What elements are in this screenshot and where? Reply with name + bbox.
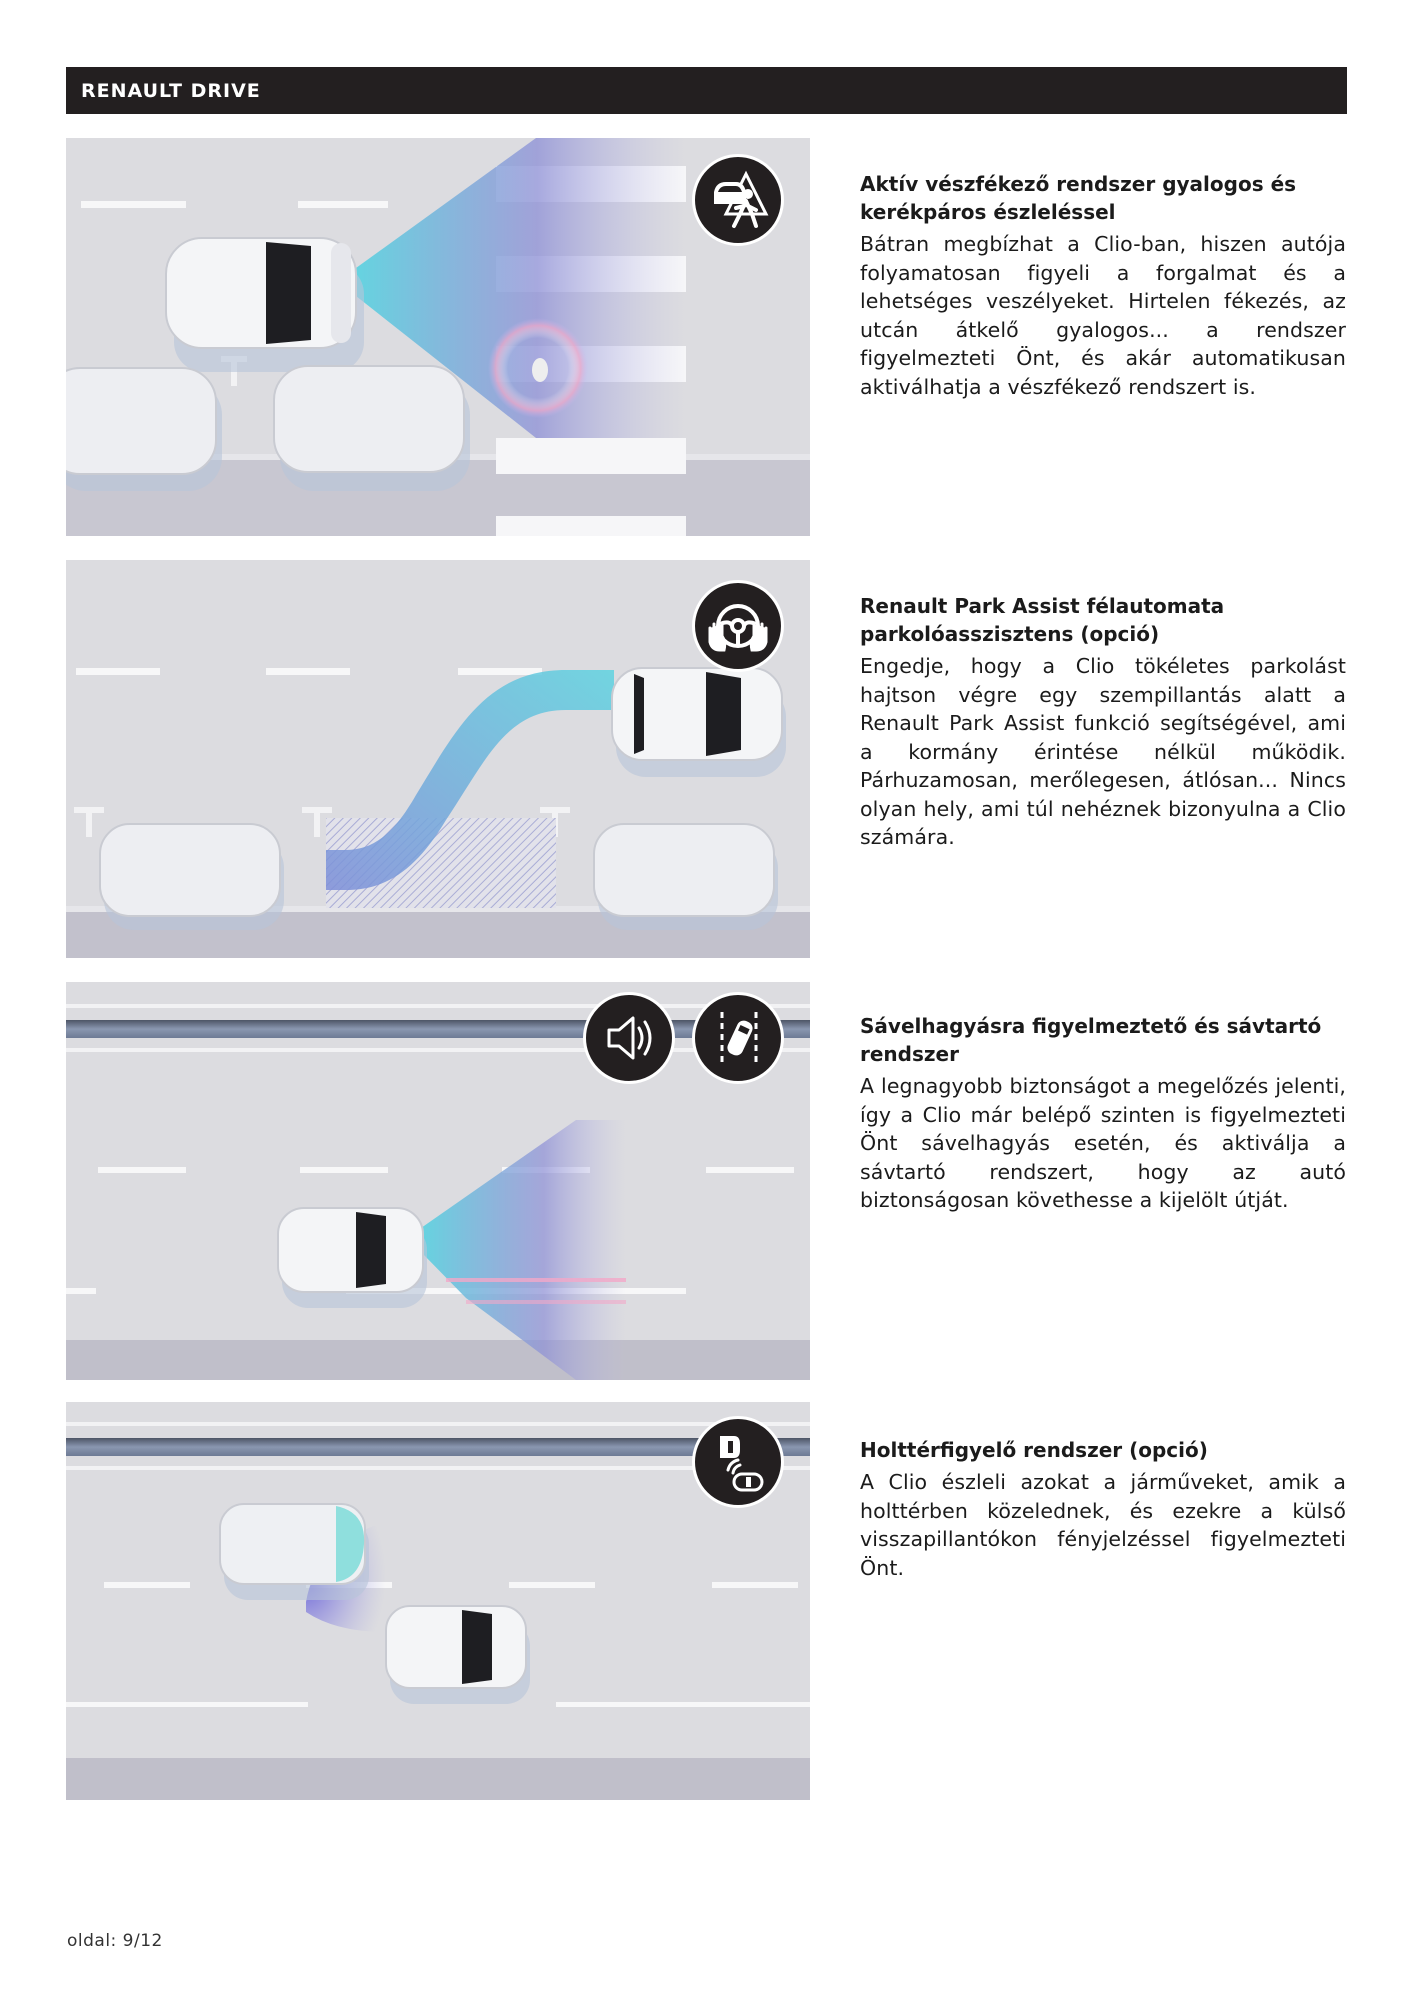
main-car: [277, 1207, 427, 1308]
feature-heading: Sávelhagyásra figyelmeztető és sávtartó …: [860, 1014, 1322, 1066]
parked-car: [66, 367, 222, 491]
feature-body: A Clio észleli azokat a járműveket, amik…: [860, 1470, 1346, 1580]
lane-keep-icon: [720, 1012, 758, 1064]
blind-spot-car: [219, 1503, 369, 1600]
parking-car: [611, 667, 786, 777]
feature-heading: Holttérfigyelő rendszer (opció): [860, 1438, 1208, 1462]
page-number: oldal: 9/12: [67, 1931, 163, 1951]
hands-free-steering-badge: [692, 580, 784, 672]
illustration-blind-spot: [66, 1402, 810, 1800]
hands-free-steering-icon: [708, 604, 768, 652]
section-title: RENAULT DRIVE: [81, 79, 261, 102]
feature-park-assist: Renault Park Assist félautomata parkolóa…: [860, 592, 1346, 852]
feature-body: Engedje, hogy a Clio tökéletes parkolást…: [860, 654, 1346, 849]
main-car: [165, 237, 364, 372]
blind-spot-icon: [720, 1436, 764, 1492]
speaker-warning-badge: [583, 992, 675, 1084]
lane-departure-scene: [66, 982, 810, 1380]
feature-heading: Renault Park Assist félautomata parkolóa…: [860, 594, 1225, 646]
parked-car: [99, 823, 284, 930]
illustration-lane-departure: [66, 982, 810, 1380]
feature-body: A legnagyobb biztonságot a megelőzés jel…: [860, 1074, 1346, 1212]
emergency-braking-scene: [66, 138, 810, 536]
blind-spot-badge: [692, 1416, 784, 1508]
main-car: [385, 1605, 530, 1704]
speaker-warning-icon: [607, 1016, 652, 1060]
pedestrian-warning-badge: [692, 154, 784, 246]
parked-car: [273, 365, 470, 491]
feature-heading: Aktív vészfékező rendszer gyalogos és ke…: [860, 172, 1297, 224]
feature-lane-departure: Sávelhagyásra figyelmeztető és sávtartó …: [860, 1012, 1346, 1215]
illustration-emergency-braking: [66, 138, 810, 536]
lane-keep-badge: [692, 992, 784, 1084]
feature-body: Bátran megbízhat a Clio-ban, hiszen autó…: [860, 232, 1346, 399]
park-assist-scene: [66, 560, 810, 958]
blind-spot-scene: [66, 1402, 810, 1800]
parked-car: [593, 823, 778, 930]
pedestrian-warning-icon: [714, 170, 769, 228]
feature-emergency-braking: Aktív vészfékező rendszer gyalogos és ke…: [860, 170, 1346, 401]
feature-blind-spot: Holttérfigyelő rendszer (opció) A Clio é…: [860, 1436, 1346, 1582]
section-header-bar: RENAULT DRIVE: [66, 67, 1347, 114]
illustration-park-assist: [66, 560, 810, 958]
